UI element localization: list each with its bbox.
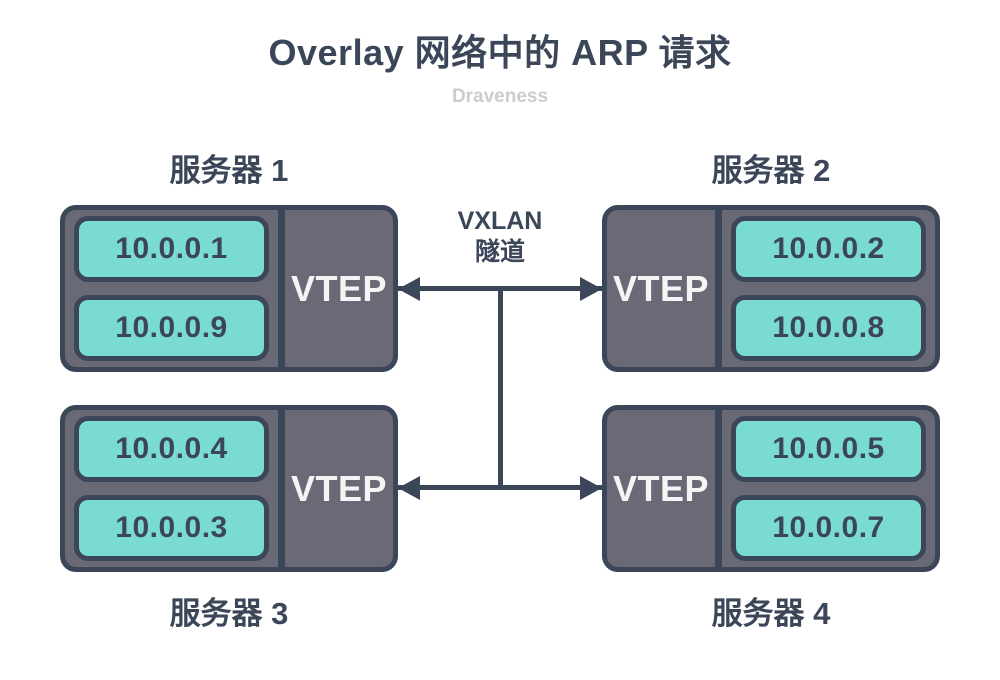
server2-ip-1: 10.0.0.2 <box>731 216 926 282</box>
server1-vtep: VTEP <box>290 267 388 309</box>
server4-ip-list: 10.0.0.5 10.0.0.7 <box>722 410 935 567</box>
server2-ip-list: 10.0.0.2 10.0.0.8 <box>722 210 935 367</box>
server3-ip-1: 10.0.0.4 <box>74 416 269 482</box>
tunnel-connector-line <box>498 290 503 488</box>
arrowhead-left-icon <box>398 476 420 500</box>
vxlan-tunnel-label-line2: 隧道 <box>474 237 525 266</box>
tunnel-arrow-bottom-line <box>398 485 602 490</box>
arrowhead-right-icon <box>580 476 602 500</box>
server1-label: 服务器 1 <box>169 153 289 188</box>
server2-label: 服务器 2 <box>711 153 831 188</box>
server2-vtep: VTEP <box>612 267 710 309</box>
server4-box: VTEP 10.0.0.5 10.0.0.7 <box>602 405 940 572</box>
server1-ip-1: 10.0.0.1 <box>74 216 269 282</box>
server1-ip-list: 10.0.0.1 10.0.0.9 <box>65 210 278 367</box>
server1-divider <box>278 210 285 367</box>
vxlan-tunnel-label-line1: VXLAN <box>457 207 543 235</box>
diagram-title: Overlay 网络中的 ARP 请求 <box>268 32 732 73</box>
arrowhead-right-icon <box>580 277 602 301</box>
server3-ip-list: 10.0.0.4 10.0.0.3 <box>65 410 278 567</box>
server1-box: 10.0.0.1 10.0.0.9 VTEP <box>60 205 398 372</box>
server3-label: 服务器 3 <box>169 596 289 631</box>
server4-vtep: VTEP <box>612 467 710 509</box>
server2-divider <box>715 210 722 367</box>
server4-divider <box>715 410 722 567</box>
server4-ip-1: 10.0.0.5 <box>731 416 926 482</box>
arrowhead-left-icon <box>398 277 420 301</box>
server2-box: VTEP 10.0.0.2 10.0.0.8 <box>602 205 940 372</box>
server3-ip-2: 10.0.0.3 <box>74 495 269 561</box>
server1-ip-2: 10.0.0.9 <box>74 295 269 361</box>
server4-ip-2: 10.0.0.7 <box>731 495 926 561</box>
server3-divider <box>278 410 285 567</box>
server3-vtep: VTEP <box>290 467 388 509</box>
server3-box: 10.0.0.4 10.0.0.3 VTEP <box>60 405 398 572</box>
vxlan-tunnel-label: VXLAN 隧道 <box>400 206 600 267</box>
tunnel-arrow-bottom <box>398 476 602 500</box>
tunnel-arrow-top-line <box>398 286 602 291</box>
watermark: Draveness <box>451 86 549 107</box>
tunnel-arrow-top <box>398 277 602 301</box>
server2-ip-2: 10.0.0.8 <box>731 295 926 361</box>
server4-label: 服务器 4 <box>711 596 831 631</box>
